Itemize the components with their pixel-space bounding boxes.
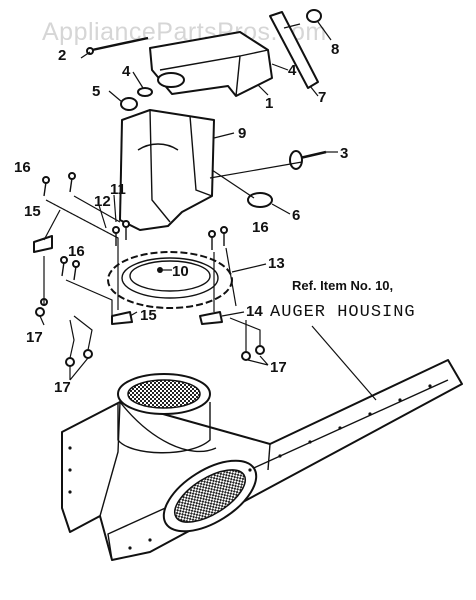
callout-12: 12 xyxy=(94,193,111,210)
chute-deflector xyxy=(149,31,273,97)
auger-housing xyxy=(61,359,463,561)
callout-9: 9 xyxy=(238,125,246,142)
callout-2: 2 xyxy=(58,47,66,64)
control-handle xyxy=(269,9,322,89)
discharge-chute xyxy=(119,109,215,231)
washer-part xyxy=(137,87,153,97)
knob-part xyxy=(120,97,138,111)
callout-14: 14 xyxy=(246,303,263,320)
callout-17-left: 17 xyxy=(26,329,43,346)
reference-note: Ref. Item No. 10, xyxy=(292,278,393,293)
callout-17-right: 17 xyxy=(270,359,287,376)
callout-leaders xyxy=(39,21,338,381)
callout-15-center: 15 xyxy=(140,307,157,324)
callout-15-left: 15 xyxy=(24,203,41,220)
callout-17-bottom: 17 xyxy=(54,379,71,396)
callout-13: 13 xyxy=(268,255,285,272)
callout-5: 5 xyxy=(92,83,100,100)
callout-7: 7 xyxy=(318,89,326,106)
callout-16-mid: 16 xyxy=(68,243,85,260)
callout-labels: 2 4 5 1 4 7 8 9 3 6 16 11 12 15 16 16 10… xyxy=(14,41,348,396)
hardware-bolts xyxy=(42,172,228,281)
callout-4-left: 4 xyxy=(122,63,131,80)
callout-11: 11 xyxy=(110,181,126,198)
callout-3: 3 xyxy=(340,145,348,162)
reference-leader xyxy=(311,325,377,401)
rubber-spacer xyxy=(247,192,273,208)
clamp-bracket-center xyxy=(111,311,133,325)
clamp-bracket-right xyxy=(199,311,223,325)
callout-4-right: 4 xyxy=(288,62,297,79)
callout-16-top: 16 xyxy=(14,159,31,176)
assembly-guide-lines xyxy=(43,161,303,359)
reference-part-name: AUGER HOUSING xyxy=(270,303,416,322)
callout-16-right: 16 xyxy=(252,219,269,236)
chute-bolt xyxy=(289,150,327,170)
callout-1: 1 xyxy=(265,95,273,112)
callout-8: 8 xyxy=(331,41,339,58)
callout-10: 10 xyxy=(172,263,189,280)
clamp-bracket-left xyxy=(33,235,53,253)
callout-6: 6 xyxy=(292,207,300,224)
